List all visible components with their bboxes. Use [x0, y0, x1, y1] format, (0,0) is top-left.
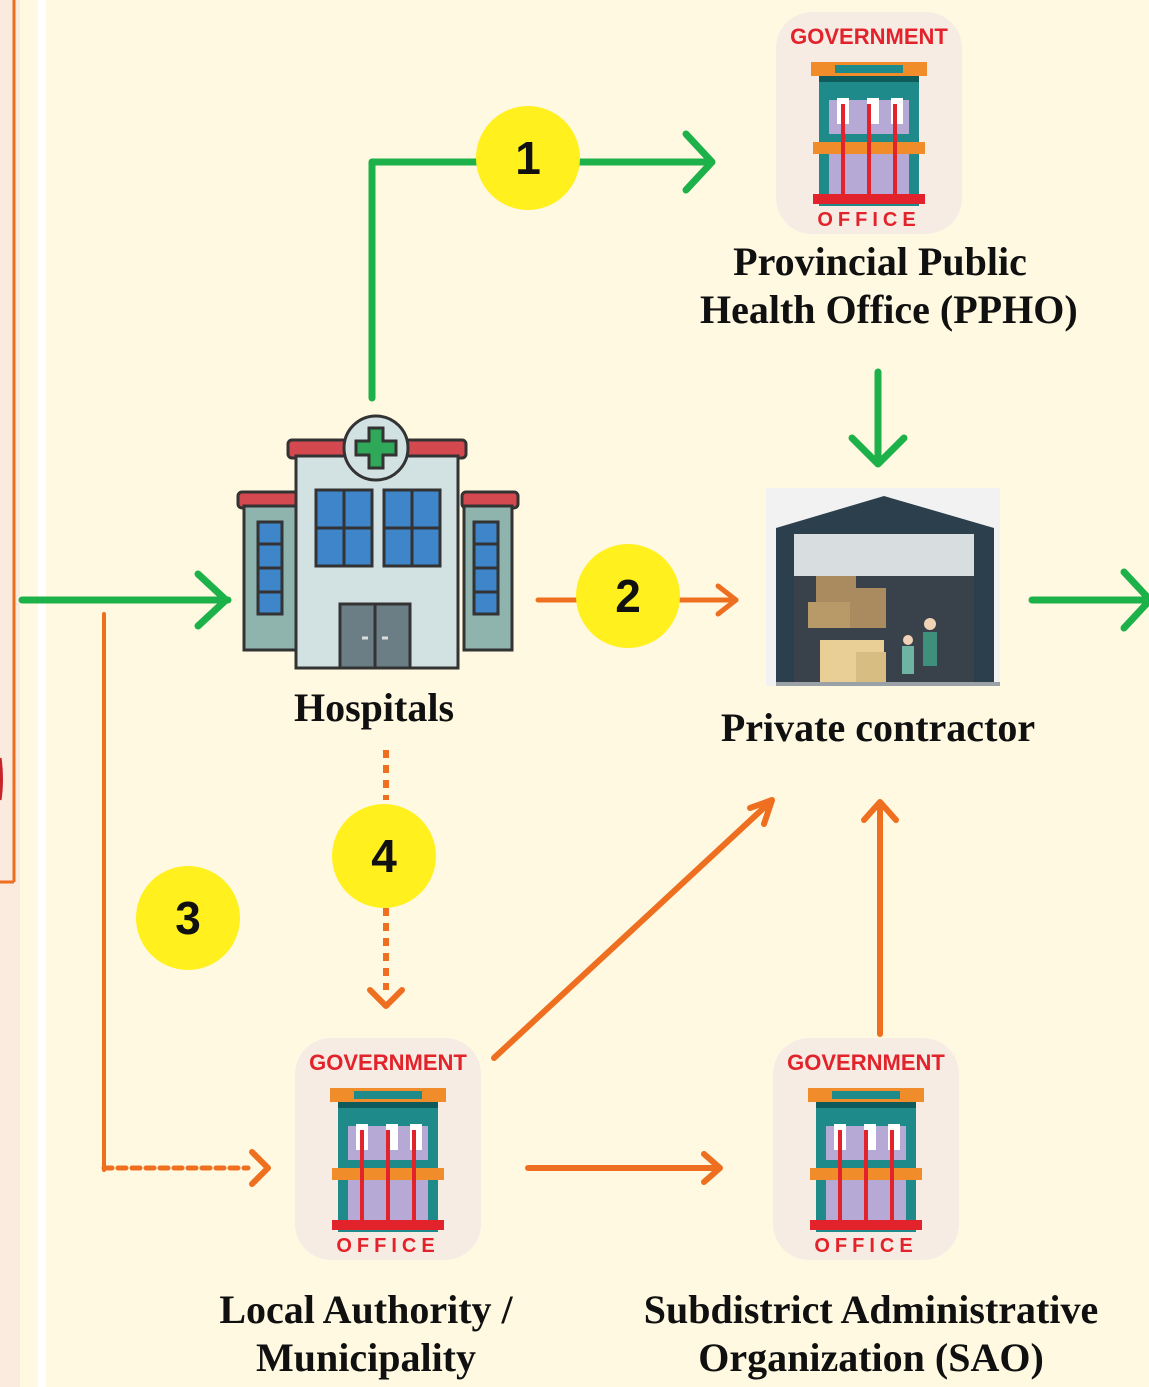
- arrow-local-to-contractor: [491, 797, 775, 1061]
- sao-label: Subdistrict Administrative Organization …: [596, 1286, 1146, 1382]
- arrow-dotted-to-local-authority: [101, 612, 271, 1187]
- svg-text:2: 2: [615, 570, 641, 622]
- contractor-label: Private contractor: [720, 705, 1036, 750]
- local-authority-label-line2: Municipality: [255, 1335, 477, 1380]
- svg-text:1: 1: [515, 132, 541, 184]
- left-panel: [0, 0, 46, 1387]
- arrow-input-to-hospital: [18, 570, 232, 630]
- arrow-local-to-sao: [525, 1151, 723, 1185]
- arrow-sao-to-contractor: [861, 799, 899, 1037]
- arrow-ppho-to-contractor: [848, 368, 908, 468]
- sao-label-line2: Organization (SAO): [698, 1335, 1044, 1380]
- ppho-label-line1: Provincial Public: [733, 239, 1027, 284]
- hospital-building-icon: [236, 414, 520, 670]
- sao-label-line1: Subdistrict Administrative: [643, 1287, 1099, 1332]
- ppho-label-line2: Health Office (PPHO): [700, 287, 1078, 332]
- badge-3: 3: [136, 866, 240, 970]
- ppho-label: Provincial Public Health Office (PPHO): [700, 238, 1078, 334]
- badge-1: 1: [476, 106, 580, 210]
- local-authority-label: Local Authority / Municipality: [176, 1286, 556, 1382]
- hospitals-label: Hospitals: [293, 685, 455, 730]
- sao-government-office-icon: [771, 1036, 961, 1262]
- svg-text:4: 4: [371, 830, 397, 882]
- arrow-dotted-hospital-to-local: [367, 750, 405, 1009]
- arrow-hospital-to-ppho: [368, 130, 716, 402]
- badge-4: 4: [332, 804, 436, 908]
- warehouse-icon: [766, 488, 1000, 686]
- svg-text:3: 3: [175, 892, 201, 944]
- badge-2: 2: [576, 544, 680, 648]
- local-authority-label-line1: Local Authority /: [219, 1287, 513, 1332]
- arrow-contractor-out: [1028, 568, 1149, 632]
- ppho-government-office-icon: [774, 10, 964, 236]
- local-authority-government-office-icon: [293, 1036, 483, 1262]
